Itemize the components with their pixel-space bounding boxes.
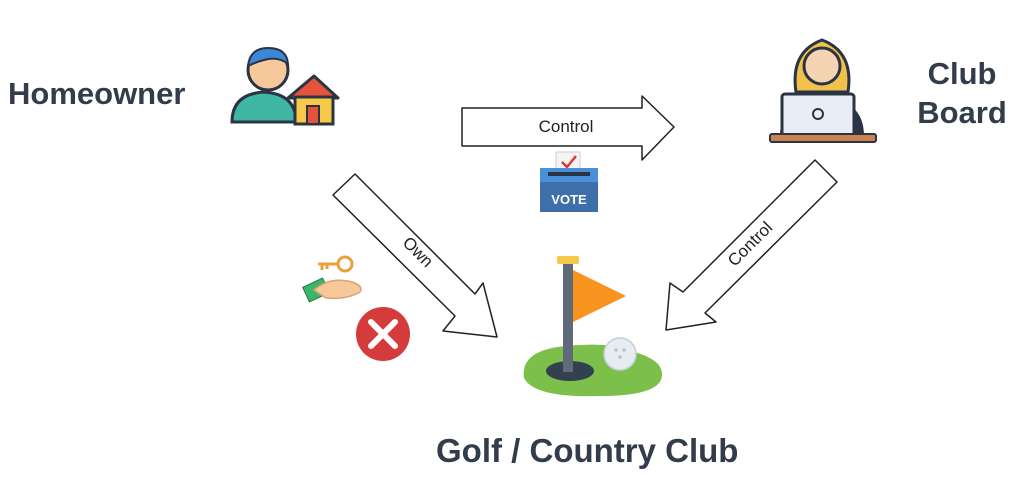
red-x-circle-icon [356,307,410,361]
vote-text: VOTE [551,192,587,207]
arrow-homeowner-to-board: Control [461,95,675,161]
club-board-label-line2: Board [917,95,1007,130]
golf-club-label: Golf / Country Club [436,432,739,469]
club-board-label: Club Board [912,54,1012,132]
golf-flag-icon [523,256,663,397]
hand-holding-key-and-money-icon [301,255,362,303]
arrow-label-control-top: Control [539,117,594,136]
woman-at-laptop-icon [769,38,877,143]
person-with-house-icon [230,46,340,126]
homeowner-label: Homeowner [8,76,186,111]
club-board-label-line1: Club [927,56,997,91]
arrow-homeowner-to-club: Own [332,173,498,338]
ballot-box-icon: VOTE [540,151,598,212]
arrow-board-to-club: Control [665,159,838,331]
